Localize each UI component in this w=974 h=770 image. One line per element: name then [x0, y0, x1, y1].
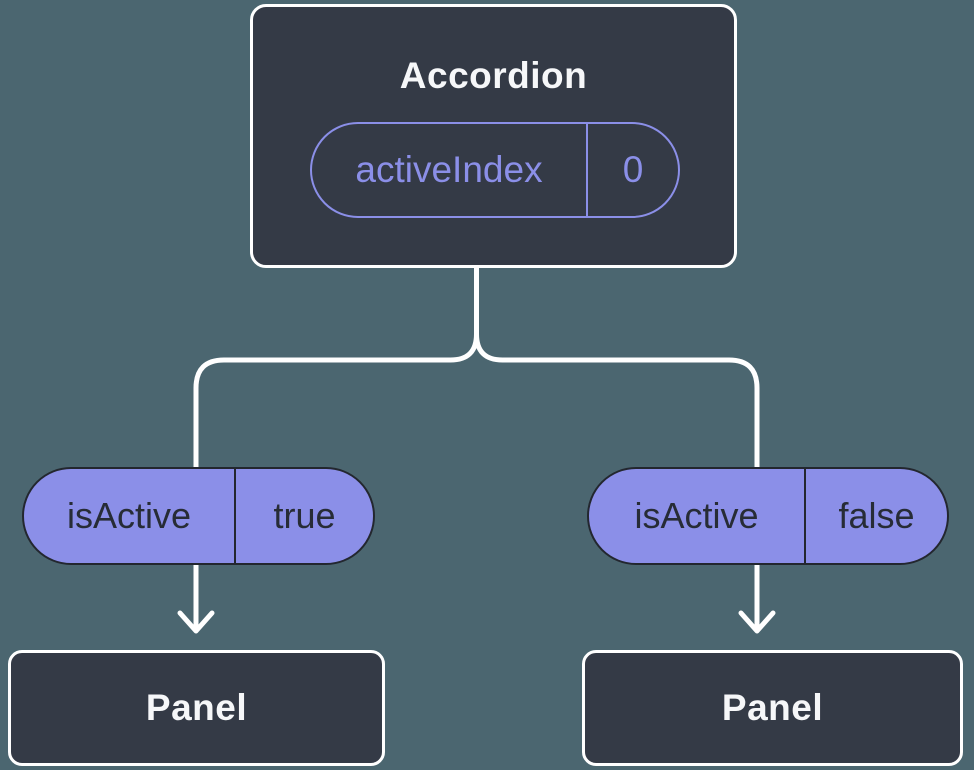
prop-pill-is-active-true: isActive true	[22, 467, 375, 565]
prop-pill-label: isActive	[24, 469, 236, 563]
panel-node-title: Panel	[145, 687, 248, 728]
prop-pill-value: false	[838, 495, 915, 536]
state-pill-label: activeIndex	[312, 124, 588, 216]
panel-node-right: Panel	[582, 650, 963, 766]
state-pill-value: 0	[622, 149, 644, 190]
arrow-down-icon	[177, 610, 215, 634]
prop-pill-value: true	[273, 495, 336, 536]
panel-node-left: Panel	[8, 650, 385, 766]
prop-pill-is-active-false: isActive false	[587, 467, 949, 565]
accordion-node: Accordion activeIndex 0	[250, 4, 737, 268]
state-pill: activeIndex 0	[310, 122, 680, 218]
panel-node-title: Panel	[721, 687, 824, 728]
accordion-node-title: Accordion	[399, 55, 588, 96]
arrow-down-icon	[738, 610, 776, 634]
left-branch-line	[193, 331, 479, 631]
prop-pill-label: isActive	[589, 469, 806, 563]
right-branch-line	[474, 331, 760, 631]
